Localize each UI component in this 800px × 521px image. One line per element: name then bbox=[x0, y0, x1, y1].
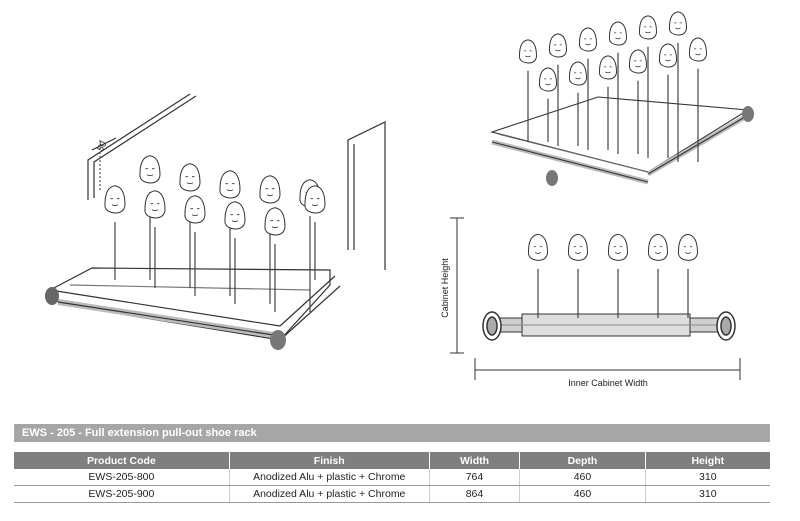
product-code-cell: EWS-205-800 bbox=[14, 469, 230, 486]
depth-cell: 460 bbox=[519, 485, 646, 503]
column-header: Width bbox=[429, 452, 521, 469]
shoe-form bbox=[658, 43, 678, 68]
shoe-form-detail bbox=[230, 214, 240, 223]
shoe-form bbox=[628, 49, 648, 74]
shoe-form-detail bbox=[604, 66, 612, 74]
table-row: EWS-205-900 Anodized Alu + plastic + Chr… bbox=[14, 485, 770, 503]
shoe-form bbox=[578, 27, 598, 52]
shoe-form-detail bbox=[694, 48, 702, 56]
shoe-form-detail bbox=[683, 246, 693, 254]
table-header-row: Product Code Finish Width Depth Height bbox=[14, 452, 770, 469]
shoe-form-detail bbox=[653, 246, 663, 254]
product-spec-table: Product Code Finish Width Depth Height E… bbox=[14, 452, 770, 503]
shoe-form-detail bbox=[185, 176, 195, 185]
column-header: Depth bbox=[519, 452, 646, 469]
shoe-form-detail bbox=[634, 60, 642, 68]
dimension-mark: 50 bbox=[95, 139, 109, 153]
shoe-rack-cabinet-illustration: 50 bbox=[45, 93, 386, 350]
shoe-form-detail bbox=[674, 22, 682, 30]
shoe-form bbox=[647, 233, 669, 261]
shoe-form bbox=[144, 190, 166, 219]
shoe-form-detail bbox=[270, 220, 280, 229]
shoe-form-detail bbox=[664, 54, 672, 62]
shoe-form-detail bbox=[150, 203, 160, 212]
shoe-form-detail bbox=[145, 168, 155, 177]
shoe-form bbox=[548, 33, 568, 58]
shoe-form-detail bbox=[310, 198, 320, 207]
shoe-form-detail bbox=[644, 26, 652, 34]
column-header: Product Code bbox=[14, 452, 230, 469]
height-cell: 310 bbox=[645, 469, 770, 486]
shoe-form bbox=[104, 185, 126, 214]
shoe-form-detail bbox=[613, 246, 623, 254]
inner-cabinet-width-label: Inner Cabinet Width bbox=[568, 378, 648, 388]
depth-cell: 460 bbox=[519, 469, 646, 486]
shoe-form-detail bbox=[225, 183, 235, 192]
shoe-form-detail bbox=[554, 44, 562, 52]
shoe-form bbox=[304, 185, 326, 214]
shoe-form-detail bbox=[110, 198, 120, 207]
shoe-form bbox=[179, 163, 201, 192]
shoe-form-detail bbox=[544, 78, 552, 86]
product-code-cell: EWS-205-900 bbox=[14, 485, 230, 503]
shoe-rack-front-view-diagram: Cabinet Height Inner Cabinet Width bbox=[440, 217, 741, 388]
shoe-form-detail bbox=[524, 50, 532, 58]
shoe-form bbox=[518, 39, 538, 64]
shoe-form bbox=[567, 233, 589, 261]
shoe-form bbox=[598, 55, 618, 80]
column-header: Height bbox=[645, 452, 770, 469]
shoe-form-detail bbox=[533, 246, 543, 254]
shoe-form-detail bbox=[584, 38, 592, 46]
shoe-form bbox=[184, 195, 206, 224]
finish-cell: Anodized Alu + plastic + Chrome bbox=[229, 485, 430, 503]
shoe-form bbox=[527, 233, 549, 261]
shoe-form-detail bbox=[265, 188, 275, 197]
finish-cell: Anodized Alu + plastic + Chrome bbox=[229, 469, 430, 486]
shoe-form bbox=[259, 175, 281, 204]
shoe-form bbox=[139, 155, 161, 184]
shoe-rack-isometric-illustration bbox=[490, 11, 754, 186]
width-cell: 864 bbox=[429, 485, 521, 503]
shoe-form bbox=[607, 233, 629, 261]
shoe-form bbox=[219, 170, 241, 199]
table-row: EWS-205-800 Anodized Alu + plastic + Chr… bbox=[14, 469, 770, 486]
column-header: Finish bbox=[229, 452, 430, 469]
shoe-form-detail bbox=[190, 208, 200, 217]
shoe-form-detail bbox=[573, 246, 583, 254]
shoe-form bbox=[264, 207, 286, 236]
width-cell: 764 bbox=[429, 469, 521, 486]
shoe-form-detail bbox=[574, 72, 582, 80]
shoe-form bbox=[568, 61, 588, 86]
shoe-form bbox=[688, 37, 708, 62]
shoe-form-detail bbox=[614, 32, 622, 40]
section-title: EWS - 205 - Full extension pull-out shoe… bbox=[14, 424, 770, 442]
shoe-form bbox=[677, 233, 699, 261]
shoe-form bbox=[538, 67, 558, 92]
cabinet-height-label: Cabinet Height bbox=[440, 258, 450, 318]
shoe-form bbox=[638, 15, 658, 40]
shoe-form bbox=[608, 21, 628, 46]
shoe-form bbox=[224, 201, 246, 230]
shoe-form bbox=[668, 11, 688, 36]
height-cell: 310 bbox=[645, 485, 770, 503]
